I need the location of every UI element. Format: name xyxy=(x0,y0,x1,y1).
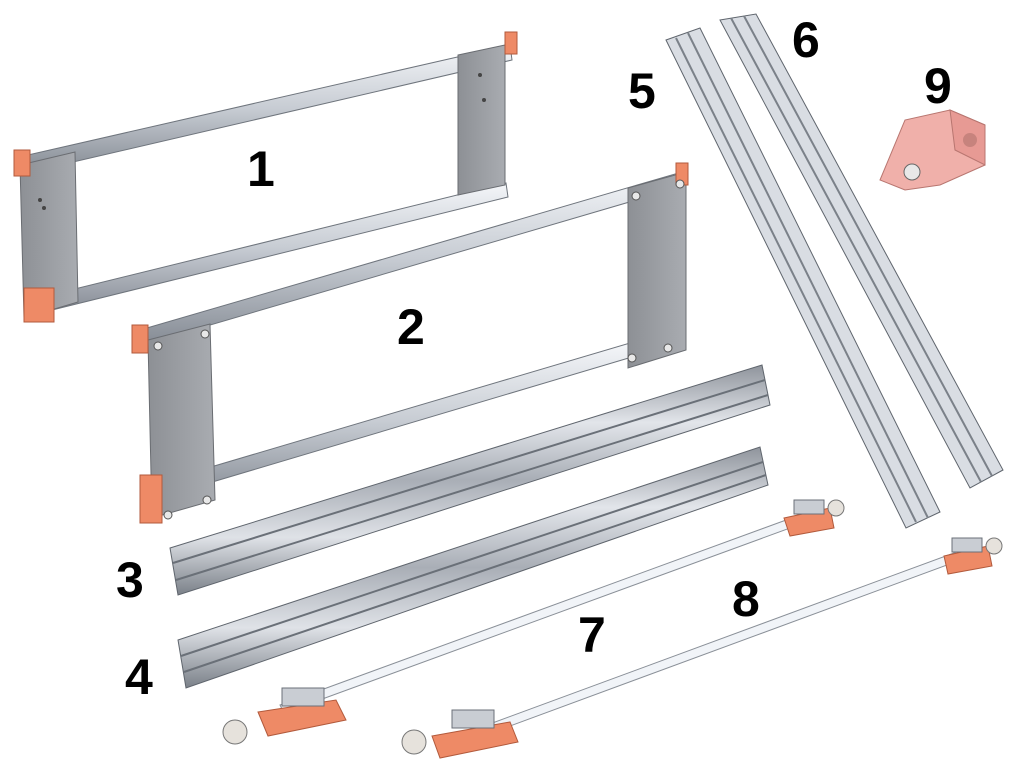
belt-7-pulley xyxy=(827,499,845,517)
belt-7-pulley xyxy=(222,719,248,745)
part-number-3: 3 xyxy=(116,552,144,608)
frame-1-hole xyxy=(482,98,486,102)
part-number-5: 5 xyxy=(628,63,656,119)
belt-7-clamp-block xyxy=(281,687,325,707)
frame-2-screw xyxy=(202,495,212,505)
part-number-7: 7 xyxy=(578,607,606,663)
extrusion-4 xyxy=(177,446,769,689)
frame-1-end-cap xyxy=(504,31,518,55)
extrusion-6-slot xyxy=(730,17,982,483)
extrusion-4-body xyxy=(177,446,769,689)
frame-2-screw xyxy=(663,343,673,353)
belt-8 xyxy=(467,549,967,741)
part-number-6: 6 xyxy=(792,12,820,68)
belt-7-clamp-block xyxy=(793,499,825,515)
frame-1-hole xyxy=(38,198,42,202)
belt-8-pulley xyxy=(985,537,1003,555)
printed-bracket-9 xyxy=(879,109,986,191)
extrusion-5 xyxy=(665,27,941,529)
frame-2-screw xyxy=(163,510,173,520)
frame-1-end-cap xyxy=(13,149,31,177)
frame-1-end-cap xyxy=(23,287,55,323)
belt-8-clamp-block xyxy=(951,537,983,553)
frame-1-plate-left xyxy=(19,151,79,319)
frame-2-plate-right xyxy=(627,171,687,369)
extrusion-5-slot xyxy=(675,37,917,523)
bracket-9-hole xyxy=(963,133,977,147)
part-number-1: 1 xyxy=(247,141,275,197)
frame-assembly-2 xyxy=(131,162,689,524)
frame-2-screw xyxy=(675,179,685,189)
extrusion-3 xyxy=(169,364,771,596)
frame-1-plate-right xyxy=(457,44,506,196)
extrusion-3-slot xyxy=(172,379,766,564)
extrusion-6-slot xyxy=(743,15,993,477)
frame-2-screw xyxy=(200,329,210,339)
belt-8-clamp-block xyxy=(451,709,495,729)
frame-2-screw xyxy=(631,191,641,201)
frame-2-plate-left xyxy=(147,323,216,519)
extrusion-4-slot xyxy=(183,474,767,673)
frame-1-hole xyxy=(42,206,46,210)
part-number-9: 9 xyxy=(924,58,952,114)
extrusion-5-slot xyxy=(687,32,929,519)
extrusion-3-slot xyxy=(175,394,769,581)
extrusion-6 xyxy=(719,13,1004,489)
belt-8-pulley xyxy=(401,729,427,755)
bracket-9-bearing xyxy=(903,163,921,181)
frame-2-end-cap xyxy=(139,474,163,524)
frame-2-screw xyxy=(153,341,163,351)
frame-assembly-1 xyxy=(13,31,518,323)
part-number-2: 2 xyxy=(397,299,425,355)
part-number-4: 4 xyxy=(125,649,153,705)
frame-2-end-cap xyxy=(131,324,149,354)
frame-1-hole xyxy=(478,73,482,77)
part-number-8: 8 xyxy=(732,571,760,627)
extrusion-4-slot xyxy=(180,461,764,657)
extrusion-3-body xyxy=(169,364,771,596)
belt-assembly-8 xyxy=(401,537,1003,759)
frame-2-screw xyxy=(627,353,637,363)
frame-2-rod-bottom xyxy=(149,342,633,501)
belt-assembly-7 xyxy=(222,499,845,745)
